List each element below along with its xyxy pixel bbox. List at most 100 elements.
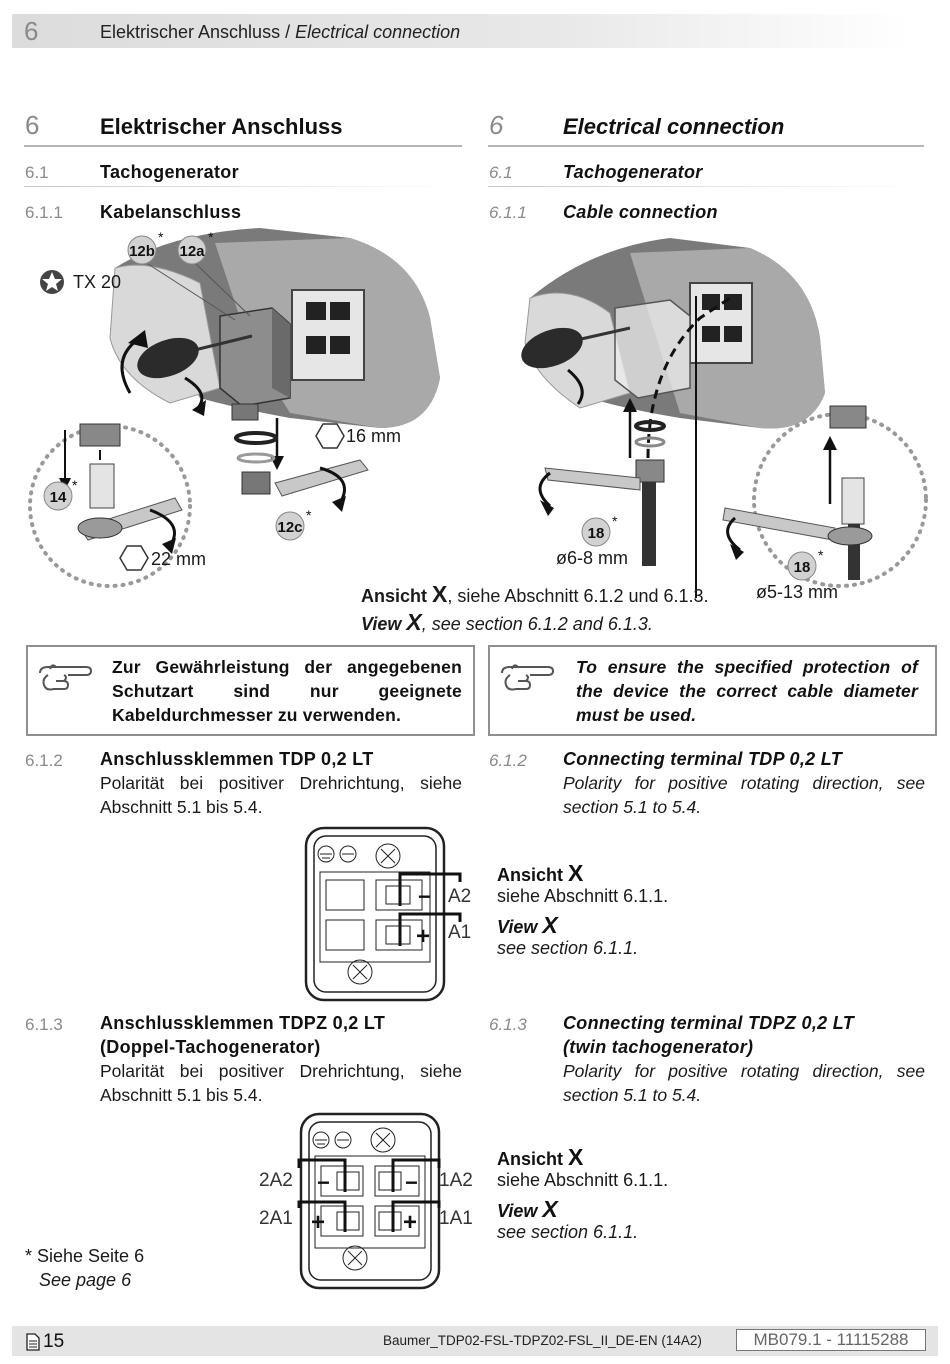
screw-icon bbox=[342, 1245, 368, 1271]
subsection-rule bbox=[488, 186, 924, 187]
page-icon bbox=[26, 1333, 40, 1351]
subsection-6-1-2-number-en: 6.1.2 bbox=[489, 751, 527, 770]
polarity-plus: + bbox=[403, 1209, 417, 1236]
terminal-label-1a2: 1A2 bbox=[439, 1170, 473, 1191]
callout-star: * bbox=[612, 513, 618, 529]
header-chapter-number: 6 bbox=[24, 16, 39, 46]
callout-12a: 12a bbox=[179, 243, 205, 260]
document-code: MB079.1 - 11115288 bbox=[736, 1329, 926, 1351]
page-header-bar bbox=[12, 14, 912, 48]
section-title-en: Electrical connection bbox=[563, 114, 785, 139]
subsection-6-1-1-title-en: Cable connection bbox=[563, 202, 718, 222]
page-number: 15 bbox=[43, 1331, 65, 1352]
view-x-label-de: Ansicht X bbox=[497, 1144, 584, 1170]
terminal-label-2a1: 2A1 bbox=[259, 1208, 293, 1229]
subsection-6-1-2-number-de: 6.1.2 bbox=[25, 751, 63, 770]
terminal-label-a1: A1 bbox=[448, 922, 471, 943]
view-x-label-de: Ansicht X bbox=[497, 860, 584, 886]
subsection-6-1-3-text-de: Polarität bei positiver Drehrichtung, si… bbox=[100, 1061, 462, 1105]
view-x-label-en: View X bbox=[497, 1196, 558, 1222]
screw-icon bbox=[375, 843, 401, 869]
ground-symbol-icon bbox=[312, 1131, 330, 1149]
subsection-6-1-number-en: 6.1 bbox=[489, 163, 513, 182]
subsection-6-1-3-title-en-1: Connecting terminal TDPZ 0,2 LT bbox=[563, 1013, 854, 1033]
terminal-label-2a2: 2A2 bbox=[259, 1170, 293, 1191]
section-rule-de bbox=[24, 145, 462, 147]
pointing-hand-icon bbox=[501, 664, 554, 691]
screw-icon bbox=[370, 1127, 396, 1153]
callout-14: 14 bbox=[50, 489, 67, 506]
section-title-de: Elektrischer Anschluss bbox=[100, 114, 343, 139]
callout-star: * bbox=[818, 547, 824, 563]
subsection-rule bbox=[24, 186, 462, 187]
section-number-de: 6 bbox=[25, 110, 40, 140]
section-number-en: 6 bbox=[489, 110, 504, 140]
wrench-size-22: 22 mm bbox=[151, 549, 206, 569]
polarity-minus: − bbox=[418, 884, 431, 909]
footnote-en: See page 6 bbox=[39, 1270, 132, 1290]
hex-nut-icon bbox=[119, 545, 149, 571]
note-box-de: Zur Gewährleistung der angegebenen Schut… bbox=[26, 645, 475, 736]
note-box-en: To ensure the specified protection of th… bbox=[488, 645, 937, 736]
note-text-de: Zur Gewährleistung der angegebenen Schut… bbox=[112, 657, 462, 725]
cable-diameter-5-13: ø5-13 mm bbox=[756, 582, 838, 602]
subsection-6-1-3-title-en-2: (twin tachogenerator) bbox=[563, 1037, 754, 1057]
terminal-label-1a1: 1A1 bbox=[439, 1208, 473, 1229]
cable-connection-figure-left: 12b * 12a * TX 20 12c * 16 mm 14 * 22 mm bbox=[28, 228, 440, 588]
subsection-6-1-3-number-en: 6.1.3 bbox=[489, 1015, 527, 1034]
screw-icon bbox=[347, 959, 373, 985]
terminal-label-a2: A2 bbox=[448, 886, 471, 907]
polarity-plus: + bbox=[416, 923, 430, 950]
subsection-6-1-number-de: 6.1 bbox=[25, 163, 49, 182]
terminal-diagram-tdpz: − + − + 2A2 2A1 1A2 1A1 bbox=[259, 1112, 473, 1290]
cable-diameter-6-8: ø6-8 mm bbox=[556, 548, 628, 568]
header-title-sep: / bbox=[280, 22, 296, 42]
subsection-6-1-2-text-de: Polarität bei positiver Drehrichtung, si… bbox=[100, 773, 462, 817]
subsection-6-1-1-title-de: Kabelanschluss bbox=[100, 202, 242, 222]
subsection-6-1-title-de: Tachogenerator bbox=[100, 162, 239, 182]
terminal-diagram-tdp: − + A2 A1 bbox=[304, 826, 471, 1002]
subsection-6-1-3-number-de: 6.1.3 bbox=[25, 1015, 63, 1034]
view-x-ref-en: see section 6.1.1. bbox=[497, 1222, 639, 1242]
view-x-ref-en: see section 6.1.1. bbox=[497, 938, 639, 958]
section-rule-en bbox=[488, 145, 924, 147]
subsection-6-1-3-text-en: Polarity for positive rotating direction… bbox=[563, 1061, 925, 1105]
subsection-6-1-title-en: Tachogenerator bbox=[563, 162, 703, 182]
ground-symbol-icon bbox=[317, 845, 335, 863]
view-x-label-en: View X bbox=[497, 912, 558, 938]
wrench-size-16: 16 mm bbox=[346, 426, 401, 446]
view-x-reference-de: Ansicht X, siehe Abschnitt 6.1.2 und 6.1… bbox=[361, 581, 709, 607]
subsection-6-1-2-text-en: Polarity for positive rotating direction… bbox=[563, 773, 925, 817]
subsection-6-1-2-title-de: Anschlussklemmen TDP 0,2 LT bbox=[100, 749, 374, 769]
cable-connection-figure-right: 18 * ø6-8 mm 18 * ø5-13 mm bbox=[521, 238, 928, 602]
view-x-ref-de: siehe Abschnitt 6.1.1. bbox=[497, 886, 669, 906]
subsection-6-1-1-number-en: 6.1.1 bbox=[489, 203, 527, 222]
callout-star: * bbox=[306, 507, 312, 523]
callout-12c: 12c bbox=[277, 519, 302, 536]
subsection-6-1-2-title-en: Connecting terminal TDP 0,2 LT bbox=[563, 749, 843, 769]
callout-star: * bbox=[72, 477, 78, 493]
pointing-hand-icon bbox=[39, 664, 92, 691]
subsection-6-1-1-number-de: 6.1.1 bbox=[25, 203, 63, 222]
callout-star: * bbox=[208, 229, 214, 245]
view-x-ref-de: siehe Abschnitt 6.1.1. bbox=[497, 1170, 669, 1190]
torx-icon bbox=[42, 272, 62, 291]
header-title-en: Electrical connection bbox=[295, 22, 461, 42]
footnote-de: * Siehe Seite 6 bbox=[25, 1246, 145, 1266]
document-name: Baumer_TDP02-FSL-TDPZ02-FSL_II_DE-EN (14… bbox=[383, 1333, 702, 1348]
hex-nut-icon bbox=[315, 423, 345, 449]
callout-18: 18 bbox=[588, 525, 605, 542]
callout-star: * bbox=[158, 229, 164, 245]
polarity-plus: + bbox=[311, 1209, 325, 1236]
tool-label: TX 20 bbox=[73, 272, 121, 292]
polarity-minus: − bbox=[405, 1170, 418, 1195]
view-x-reference-en: View X, see section 6.1.2 and 6.1.3. bbox=[361, 609, 653, 635]
polarity-minus: − bbox=[317, 1170, 330, 1195]
callout-12b: 12b bbox=[129, 243, 155, 260]
subsection-6-1-3-title-de-1: Anschlussklemmen TDPZ 0,2 LT bbox=[100, 1013, 386, 1033]
callout-18: 18 bbox=[794, 559, 811, 576]
header-title: Elektrischer Anschluss / Electrical conn… bbox=[100, 22, 460, 43]
subsection-6-1-3-title-de-2: (Doppel-Tachogenerator) bbox=[100, 1037, 321, 1057]
note-text-en: To ensure the specified protection of th… bbox=[576, 657, 918, 725]
header-title-de: Elektrischer Anschluss bbox=[100, 22, 281, 42]
